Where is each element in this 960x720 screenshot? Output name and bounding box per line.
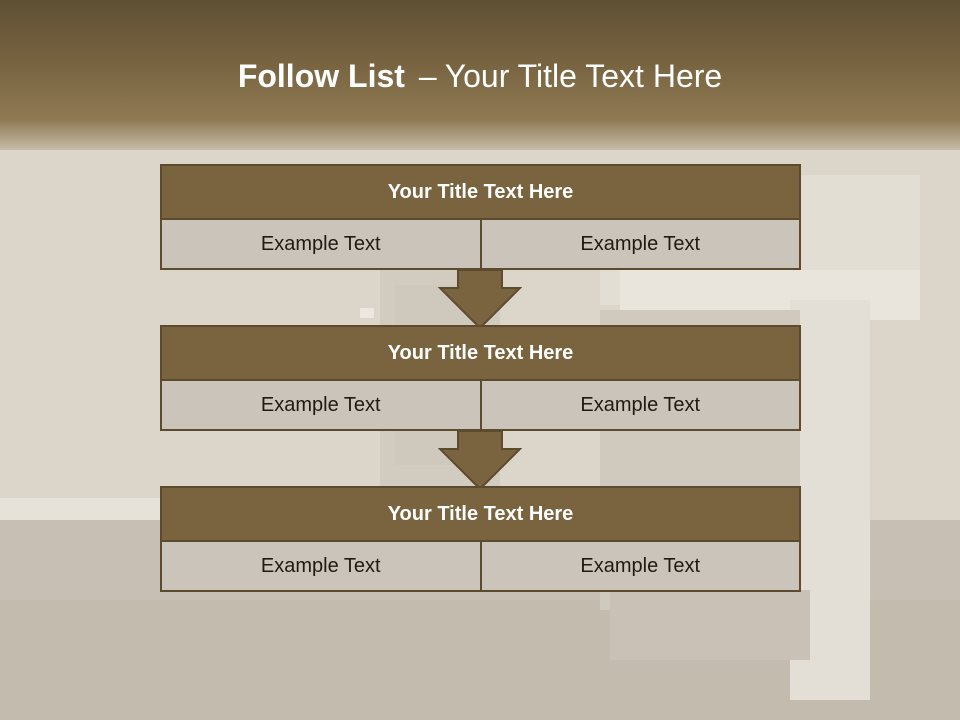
block-cell-right: Example Text [481, 542, 801, 592]
list-block-3: Your Title Text Here Example Text Exampl… [160, 486, 801, 592]
block-title: Your Title Text Here [160, 325, 801, 381]
block-cell-left: Example Text [160, 381, 482, 431]
block-cell-right: Example Text [481, 220, 801, 270]
list-block-2: Your Title Text Here Example Text Exampl… [160, 325, 801, 431]
slide-title: Follow List–Your Title Text Here [0, 52, 960, 100]
block-title: Your Title Text Here [160, 486, 801, 542]
block-cell-left: Example Text [160, 220, 482, 270]
down-arrow-icon [438, 431, 522, 491]
header-band [0, 0, 960, 150]
list-block-1: Your Title Text Here Example Text Exampl… [160, 164, 801, 270]
block-row: Example Text Example Text [160, 381, 801, 431]
title-dash: – [418, 58, 437, 94]
title-bold: Follow List [237, 58, 405, 94]
block-row: Example Text Example Text [160, 220, 801, 270]
title-rest: Your Title Text Here [444, 58, 723, 94]
block-title: Your Title Text Here [160, 164, 801, 220]
down-arrow-icon [438, 270, 522, 330]
block-cell-right: Example Text [481, 381, 801, 431]
block-cell-left: Example Text [160, 542, 482, 592]
block-row: Example Text Example Text [160, 542, 801, 592]
